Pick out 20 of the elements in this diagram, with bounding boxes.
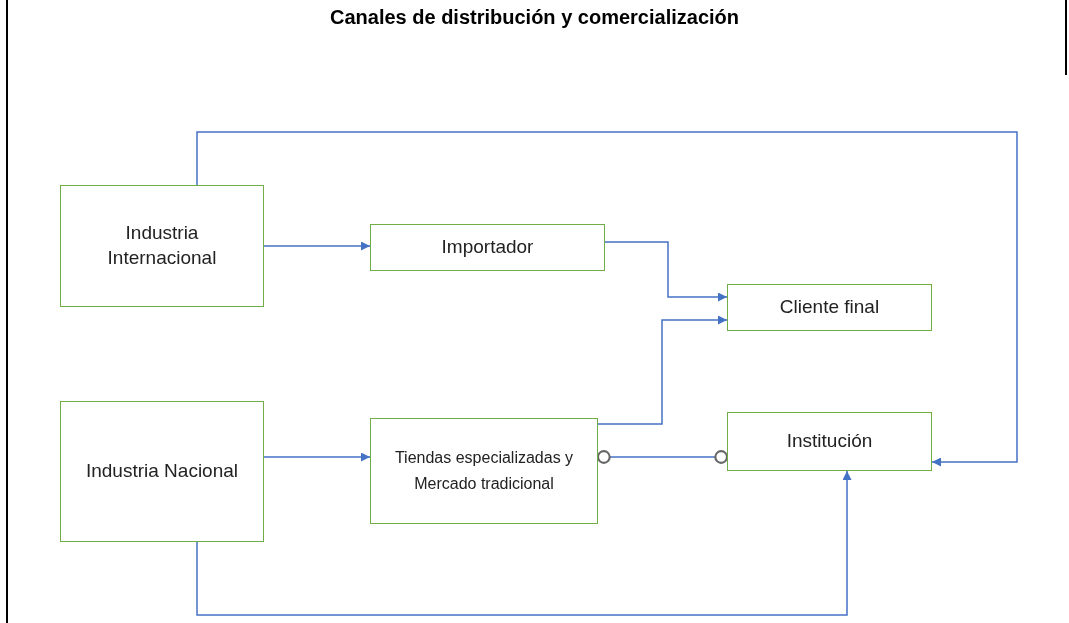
process-box <box>370 224 605 271</box>
arrow <box>263 241 371 251</box>
node-label: Tiendas especializadas y Mercado tradicional <box>393 448 575 494</box>
arrow <box>196 470 852 616</box>
node-label: Institución <box>786 429 873 454</box>
node-label: Cliente final <box>779 295 880 320</box>
arrow <box>263 452 371 462</box>
process-box <box>727 284 932 331</box>
node-label: Industria Nacional <box>85 459 239 484</box>
process-box <box>60 185 264 307</box>
process-box <box>60 401 264 542</box>
node-label: Industria Internacional <box>106 221 218 270</box>
process-box <box>727 412 932 471</box>
process-box <box>370 418 598 524</box>
connector-line <box>596 450 729 464</box>
arrow <box>604 241 728 302</box>
diagram-title: Canales de distribución y comercialización <box>329 6 740 29</box>
arrow <box>597 315 728 425</box>
node-label: Importador <box>441 235 534 260</box>
arrow <box>196 131 1018 467</box>
